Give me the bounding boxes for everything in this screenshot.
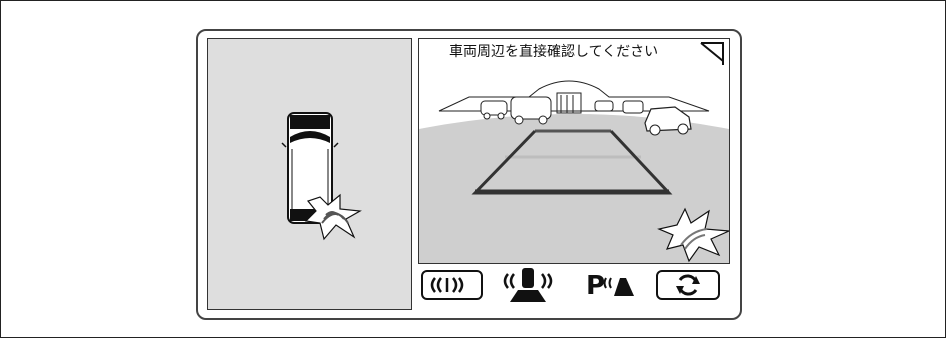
parked-cars <box>480 96 692 136</box>
vehicle-top-view <box>281 112 362 241</box>
rotate-view-icon <box>656 270 720 300</box>
parking-assist-button[interactable]: P <box>584 268 636 300</box>
camera-alert-burst <box>657 207 729 263</box>
rear-sensor-button[interactable] <box>498 266 558 304</box>
bottom-toolbar: P <box>418 262 728 308</box>
view-switch-button[interactable] <box>656 270 720 300</box>
sensor-waves-icon <box>421 270 483 300</box>
sensor-alert-burst <box>304 193 362 241</box>
sensor-toggle-button[interactable] <box>421 270 483 300</box>
rear-sensor-icon <box>503 268 553 302</box>
top-view-panel <box>207 38 412 310</box>
parking-letter: P <box>586 271 605 300</box>
parking-assist-icon: P <box>586 271 634 300</box>
camera-scene <box>419 42 729 263</box>
camera-view-panel: 車両周辺を直接確認してください <box>418 38 730 264</box>
camera-warning-text: 車両周辺を直接確認してください <box>449 44 659 60</box>
